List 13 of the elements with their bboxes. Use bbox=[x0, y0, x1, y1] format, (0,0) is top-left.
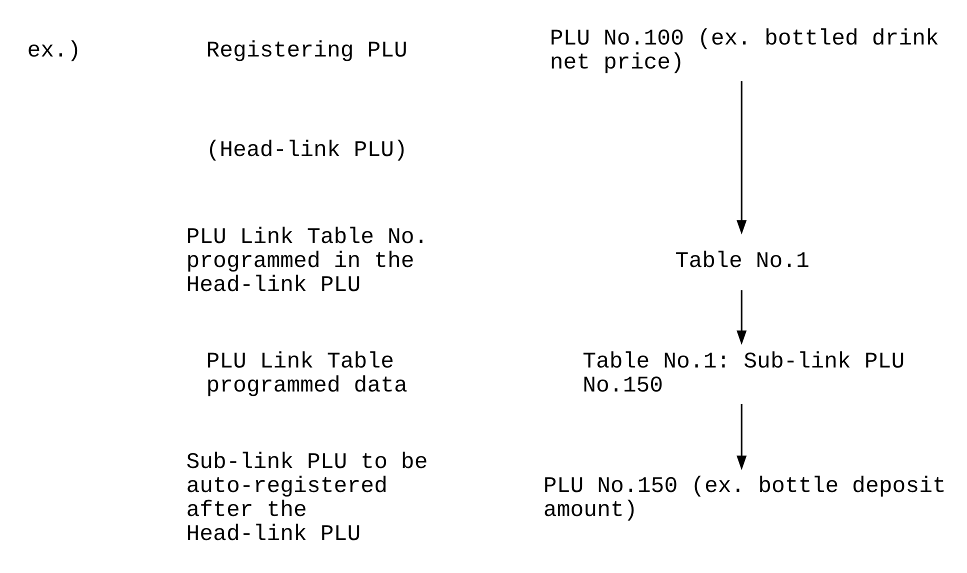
arrow bbox=[736, 290, 747, 345]
arrow bbox=[736, 81, 747, 235]
node-text: PLU No.100 (ex. bottled drink net price) bbox=[550, 26, 939, 76]
arrow bbox=[736, 404, 747, 470]
label: Registering PLU bbox=[206, 38, 408, 64]
node-text: Table No.1: Sub-link PLU No.150 bbox=[582, 348, 905, 399]
label: PLU Link Table No. programmed in the Head-link PLU bbox=[186, 224, 428, 298]
label: PLU Link Table programmed data bbox=[206, 348, 408, 399]
label: ex.) bbox=[27, 38, 81, 64]
label: Sub-link PLU to be auto-registered after the Head-link PLU bbox=[186, 449, 428, 548]
node-text: PLU No.150 (ex. bottle deposit amount) bbox=[543, 473, 946, 524]
node-text: Table No.1 bbox=[675, 248, 810, 274]
label: (Head-link PLU) bbox=[206, 136, 408, 163]
